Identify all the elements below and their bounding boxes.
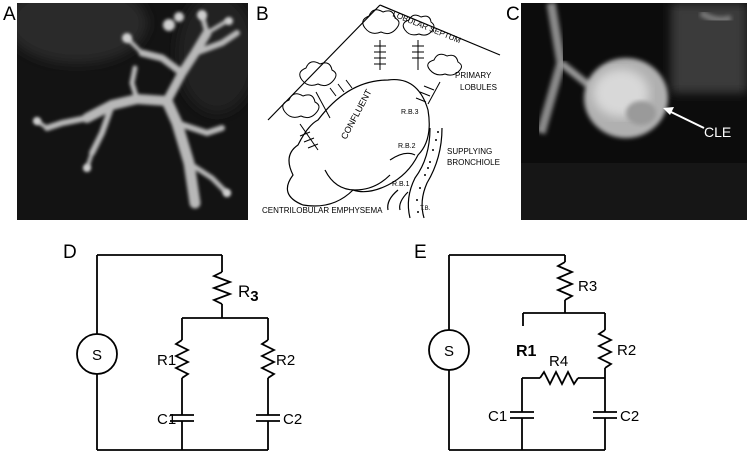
label-supplying-line2: BRONCHIOLE [447, 158, 500, 167]
source-e [428, 329, 470, 371]
label-c1-d: C1 [157, 411, 176, 428]
panel-e-label: E [414, 242, 427, 263]
label-r4-e: R4 [549, 353, 568, 370]
label-primary-lobules-line1: PRIMARY [455, 71, 492, 80]
label-primary-lobules-line2: LOBULES [460, 83, 497, 92]
resistor-r2-e [596, 329, 614, 369]
bronchial-tree-graphic [17, 3, 248, 220]
label-lobular-septum: LOBULAR SEPTUM [391, 10, 462, 46]
label-r1-d: R1 [157, 352, 176, 369]
label-r2-d: R2 [276, 352, 295, 369]
source-e-label: S [444, 343, 454, 360]
lobule-cluster-left [282, 61, 353, 151]
label-tb: T.B. [420, 206, 431, 212]
panel-c-label: C [506, 4, 520, 25]
source-d-label: S [92, 347, 102, 364]
label-centrilobular-emphysema: CENTRILOBULAR EMPHYSEMA [262, 206, 383, 215]
panel-a-bronchogram-image [17, 3, 248, 220]
label-r3-e: R3 [578, 278, 597, 295]
resistor-r4-e [539, 369, 579, 387]
label-r3-d: R3 [238, 282, 259, 305]
panel-a-label: A [3, 4, 16, 25]
cle-label: CLE [704, 124, 731, 140]
panel-b-label: B [256, 4, 269, 25]
panel-d-label: D [63, 242, 77, 263]
panel-b-drawing [267, 4, 501, 219]
label-rb3: R.B.3 [401, 109, 419, 116]
supplying-bronchiole [407, 127, 443, 219]
panel-c-specimen-image: CLE [521, 3, 747, 220]
specimen-graphic: CLE [521, 3, 747, 220]
resistor-r1 [173, 339, 191, 379]
resistor-r3-e [555, 261, 575, 301]
lobule-cluster-top [362, 9, 435, 70]
resistor-r3 [211, 271, 233, 305]
resistor-r2 [259, 339, 277, 379]
label-r1-e: R1 [516, 343, 537, 360]
source-d [76, 333, 118, 375]
label-supplying-line1: SUPPLYING [447, 147, 492, 156]
label-rb2: R.B.2 [398, 143, 416, 150]
cle-arrow [668, 110, 705, 129]
lobule-cluster-right [415, 53, 462, 105]
label-confluent: CONFLUENT [339, 87, 374, 141]
label-c2-e: C2 [620, 408, 639, 425]
label-c2-d: C2 [283, 411, 302, 428]
label-r2-e: R2 [617, 342, 636, 359]
confluent-emphysema-outline [286, 78, 430, 207]
label-rb1: R.B.1 [392, 181, 410, 188]
label-c1-e: C1 [488, 408, 507, 425]
